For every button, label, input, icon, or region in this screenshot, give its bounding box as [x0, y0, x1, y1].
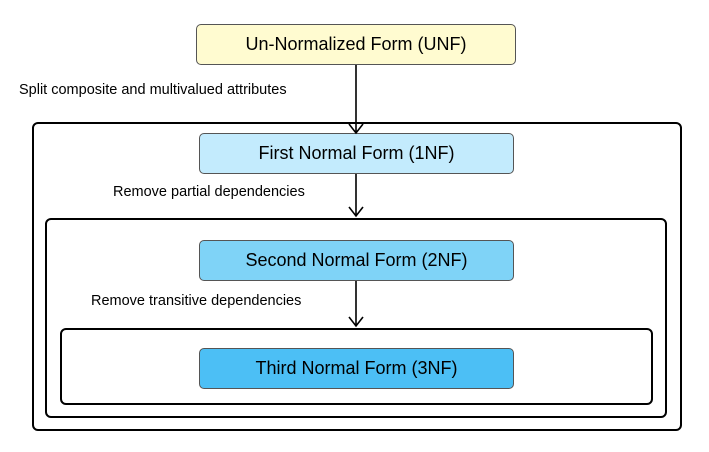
edge-label-partial: Remove partial dependencies [113, 184, 305, 200]
node-3nf: Third Normal Form (3NF) [199, 348, 514, 389]
node-unf: Un-Normalized Form (UNF) [196, 24, 516, 65]
node-1nf: First Normal Form (1NF) [199, 133, 514, 174]
node-2nf: Second Normal Form (2NF) [199, 240, 514, 281]
arrow-1nf-to-2nf [348, 174, 364, 218]
arrow-2nf-to-3nf [348, 281, 364, 328]
edge-label-transitive: Remove transitive dependencies [91, 293, 302, 309]
edge-label-split: Split composite and multivalued attribut… [19, 82, 287, 98]
arrow-unf-to-1nf [348, 65, 364, 135]
